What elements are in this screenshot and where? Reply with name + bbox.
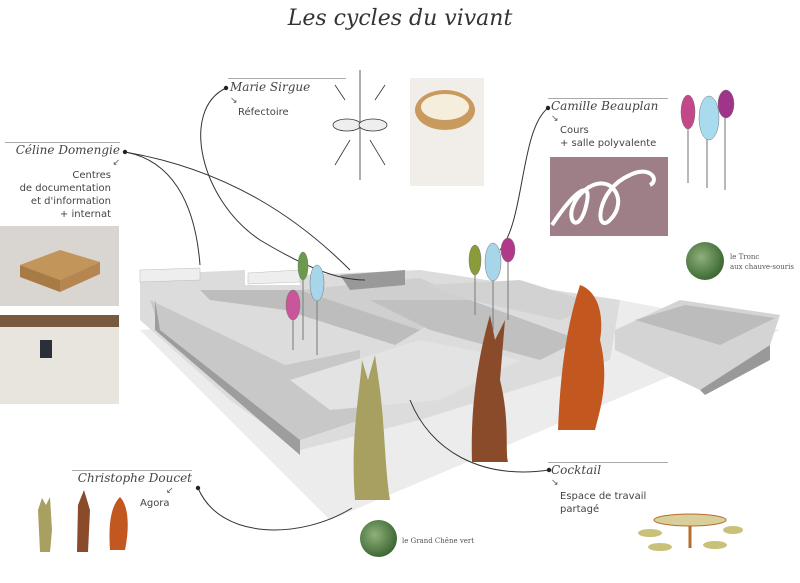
picnic-table-drawing — [638, 513, 743, 551]
connector-marie — [200, 87, 366, 281]
connector-christophe — [197, 487, 353, 531]
arrow-icon: ↙ — [112, 158, 120, 168]
artist-name-celine: Céline Domengie — [15, 143, 120, 157]
arrow-icon: ↙ — [166, 486, 174, 496]
connector-celine-1 — [124, 151, 201, 266]
tree-label-chene: le Grand Chêne vert — [402, 537, 475, 545]
location-label: Cours + salle polyvalente — [560, 124, 656, 150]
anchor-dot — [195, 485, 201, 491]
location-line: partagé — [560, 504, 600, 515]
chene-photo — [360, 520, 397, 557]
location-line: + salle polyvalente — [560, 138, 657, 149]
school-building — [139, 267, 780, 455]
location-line: Centres — [72, 170, 111, 181]
mosquito-drawing — [332, 70, 388, 180]
location-line: Cours — [560, 125, 589, 136]
location-label: Espace de travail partagé — [560, 490, 646, 516]
page-title: Les cycles du vivant — [287, 6, 513, 31]
tree-label-line: aux chauve-souris — [730, 263, 794, 271]
paper-photo — [0, 315, 119, 404]
divider — [548, 98, 668, 99]
location-line: de documentation — [19, 183, 111, 194]
location-line: + internat — [59, 209, 111, 220]
location-label: Centres de documentation et d'informatio… — [0, 169, 111, 221]
connector-celine-2 — [124, 151, 351, 271]
anchor-dot — [122, 149, 128, 155]
anchor-dot — [546, 467, 552, 473]
tree-label-tronc: le Tronc aux chauve-souris — [730, 252, 794, 272]
loop-drawing — [550, 169, 656, 227]
divider — [72, 470, 192, 471]
anchor-dot — [545, 105, 551, 111]
arrow-icon: ↘ — [230, 96, 238, 106]
tronc-photo — [686, 242, 724, 280]
divider — [228, 78, 346, 79]
location-label: Agora — [140, 498, 170, 509]
artist-name-marie: Marie Sirgue — [230, 80, 311, 94]
divider — [5, 142, 120, 143]
artist-name-christophe: Christophe Doucet — [77, 471, 192, 485]
location-line: Espace de travail — [560, 491, 647, 502]
location-label: Réfectoire — [238, 107, 289, 118]
bark-image — [550, 157, 668, 236]
anchor-dot — [223, 85, 229, 91]
balloon-heads — [285, 89, 735, 321]
location-line: et d'information — [30, 196, 111, 207]
arrow-icon: ↘ — [551, 478, 559, 488]
connector-camille — [499, 107, 549, 251]
arrow-icon: ↘ — [551, 114, 559, 124]
divider — [548, 462, 668, 463]
connector-lines — [124, 87, 550, 531]
connector-cocktail — [409, 399, 550, 473]
artist-name-cocktail: Cocktail — [551, 463, 602, 477]
wood-sculptures — [38, 285, 605, 552]
tree-label-line: le Tronc — [730, 253, 760, 261]
artist-name-camille: Camille Beauplan — [551, 99, 659, 113]
